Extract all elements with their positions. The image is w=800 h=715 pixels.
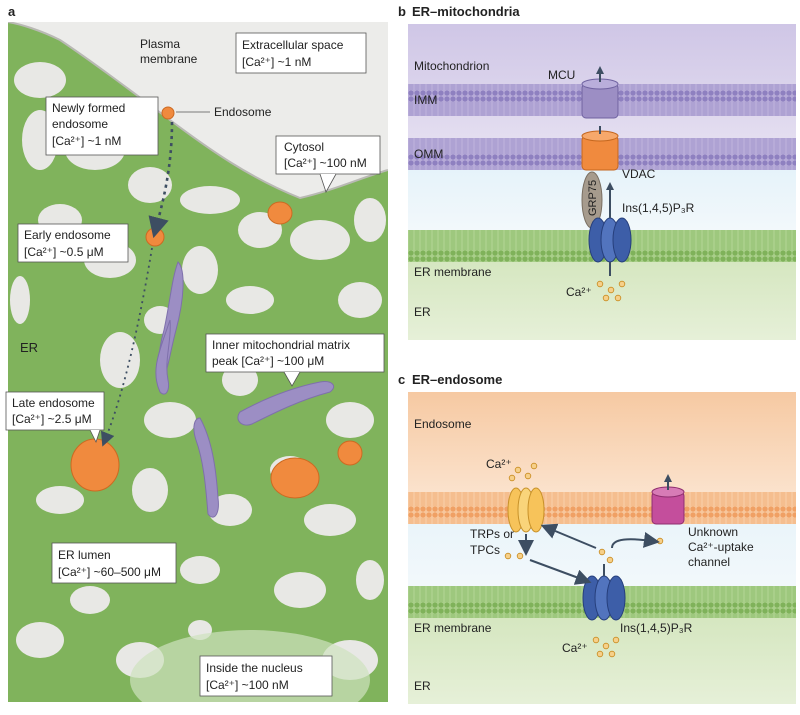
label-late: Late endosome [Ca²⁺] ~2.5 μM (12, 396, 98, 426)
label-plasma-membrane: Plasma membrane (140, 37, 198, 66)
traffic-arrow-upper (148, 121, 174, 239)
label-grp75: GRP75 (587, 180, 599, 216)
label-early: Early endosome [Ca²⁺] ~0.5 μM (24, 228, 114, 259)
label-mitochondrion: Mitochondrion (414, 59, 489, 73)
label-trps: TRPs or TPCs (470, 527, 517, 557)
ip3r-channel-b (588, 182, 632, 276)
callout-late (5, 391, 105, 431)
ca-ions-top (508, 462, 538, 482)
callout-late-tail (89, 429, 101, 444)
panel-a-letter: a (8, 4, 16, 19)
label-er-membrane-b: ER membrane (414, 265, 492, 279)
cytosol-holes (10, 62, 386, 680)
label-unknown: Unknown Ca²⁺-uptake channel (688, 525, 757, 569)
callout-newly-formed (45, 96, 159, 156)
panel-a: a (5, 4, 388, 702)
arrow-to-uptake (611, 531, 660, 549)
label-inner-mito: Inner mitochondrial matrix peak [Ca²⁺] ~… (212, 338, 353, 368)
plasma-membrane-line (8, 22, 388, 200)
label-ip3r-c: Ins(1,4,5)P₃R (620, 621, 693, 635)
label-ip3r-b: Ins(1,4,5)P₃R (622, 201, 695, 215)
label-nucleus: Inside the nucleus [Ca²⁺] ~100 nM (206, 661, 306, 692)
callout-cytosol-tail (319, 173, 337, 193)
panel-c-title: ER–endosome (412, 372, 502, 387)
label-ca-top: Ca²⁺ (486, 457, 512, 471)
label-ca-b: Ca²⁺ (566, 285, 592, 299)
label-imm: IMM (414, 93, 437, 107)
callout-early (17, 223, 129, 263)
label-omm: OMM (414, 147, 443, 161)
label-vdac: VDAC (622, 167, 656, 181)
callout-inner-mito-tail (283, 371, 301, 387)
label-er-lumen: ER lumen [Ca²⁺] ~60–500 μM (58, 548, 161, 579)
label-newly-formed: Newly formed endosome [Ca²⁺] ~1 nM (52, 101, 129, 148)
label-mcu: MCU (548, 68, 575, 82)
uptake-channel (651, 474, 685, 525)
label-extracellular: Extracellular space [Ca²⁺] ~1 nM (242, 38, 347, 69)
ca-ions-bottom (592, 636, 620, 658)
label-er-a: ER (20, 340, 38, 355)
vdac-channel (581, 126, 619, 171)
label-ca-bottom: Ca²⁺ (562, 641, 588, 655)
endosome-membrane (408, 492, 796, 524)
label-cytosol: Cytosol [Ca²⁺] ~100 nM (284, 140, 367, 170)
ip3r-channel-c (582, 564, 626, 621)
callout-inner-mito (205, 333, 385, 373)
label-er-membrane-c: ER membrane (414, 621, 492, 635)
label-endosome-c: Endosome (414, 417, 472, 431)
label-endosome: Endosome (214, 105, 272, 119)
ca-ions-b (596, 280, 626, 302)
trp-tpc-channel (507, 487, 545, 533)
panel-c-letter: c (398, 372, 405, 387)
label-er-b: ER (414, 305, 431, 319)
callout-nucleus (199, 655, 333, 697)
endosomes-orange (70, 106, 363, 499)
mitochondria (155, 261, 335, 518)
panel-b: b ER–mitochondria Mitochondrion IMM OMM … (398, 4, 796, 340)
arrow-to-ip3r (529, 559, 592, 585)
callout-extracellular (235, 32, 367, 74)
endosome-region (408, 392, 796, 492)
callout-cytosol (275, 135, 381, 175)
label-er-c: ER (414, 679, 431, 693)
panel-c: c ER–endosome Endosome ER membrane ER Ca… (398, 372, 796, 704)
panel-b-title: ER–mitochondria (412, 4, 520, 19)
panel-b-letter: b (398, 4, 406, 19)
arrow-to-trp (540, 523, 597, 549)
callout-er-lumen (51, 542, 177, 584)
mcu-channel (581, 66, 619, 119)
